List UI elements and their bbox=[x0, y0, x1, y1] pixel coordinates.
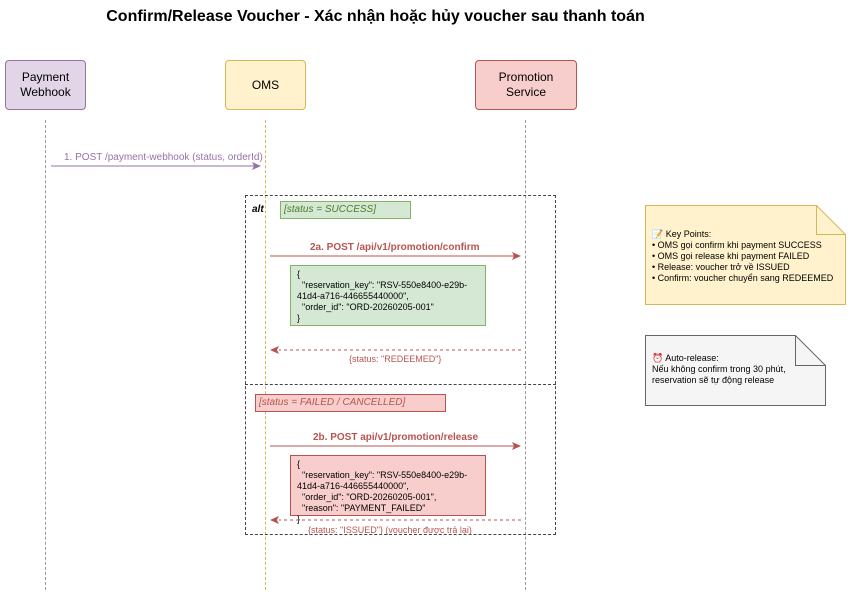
confirm-payload: { "reservation_key": "RSV-550e8400-e29b-… bbox=[290, 265, 486, 326]
confirm-response-label: {status: "REDEEMED"} bbox=[349, 354, 442, 364]
auto-release-note-fold bbox=[795, 335, 826, 366]
confirm-response-arrowhead bbox=[270, 346, 279, 354]
webhook-lifeline bbox=[45, 120, 46, 590]
oms-lifeline bbox=[265, 120, 266, 590]
confirm-message-label: 2a. POST /api/v1/promotion/confirm bbox=[310, 242, 480, 253]
confirm-arrowhead bbox=[512, 252, 521, 260]
release-payload: { "reservation_key": "RSV-550e8400-e29b-… bbox=[290, 455, 486, 524]
webhook-message-label: 1. POST /payment-webhook (status, orderI… bbox=[64, 152, 263, 163]
key-points-note-fold bbox=[816, 205, 846, 235]
key-points-note: 📝 Key Points: • OMS gọi confirm khi paym… bbox=[652, 229, 834, 283]
diagram-title: Confirm/Release Voucher - Xác nhận hoặc … bbox=[106, 8, 645, 25]
alt-frame-label: alt bbox=[252, 204, 264, 215]
actor-promotion-service[interactable]: Promotion Service bbox=[475, 60, 577, 110]
failure-guard: [status = FAILED / CANCELLED] bbox=[255, 394, 446, 412]
auto-release-note: ⏰ Auto-release: Nếu không confirm trong … bbox=[652, 353, 786, 385]
release-response-label: {status: "ISSUED"} (voucher được trả lại… bbox=[308, 525, 472, 535]
auto-release-note-shape bbox=[645, 335, 826, 406]
release-response-arrowhead bbox=[270, 516, 279, 524]
actor-payment-webhook[interactable]: Payment Webhook bbox=[5, 60, 86, 110]
webhook-arrowhead bbox=[252, 162, 261, 170]
alt-frame bbox=[245, 195, 556, 535]
release-arrowhead bbox=[512, 442, 521, 450]
release-message-label: 2b. POST api/v1/promotion/release bbox=[313, 432, 479, 443]
success-guard: [status = SUCCESS] bbox=[280, 201, 411, 219]
key-points-note-shape bbox=[645, 205, 846, 305]
alt-divider bbox=[245, 384, 556, 385]
promotion-lifeline bbox=[525, 120, 526, 590]
actor-oms[interactable]: OMS bbox=[225, 60, 306, 110]
